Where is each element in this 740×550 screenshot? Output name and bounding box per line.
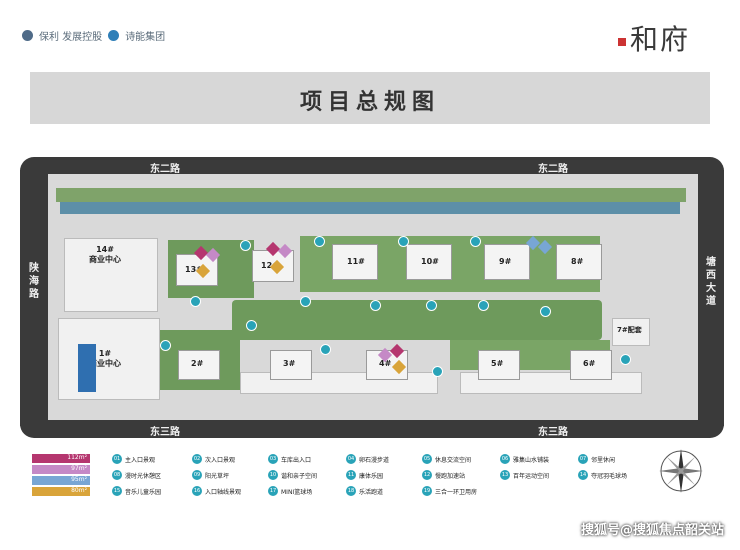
building-5: 5# [478, 350, 520, 380]
road-south [20, 420, 724, 438]
amenity-pin [540, 306, 551, 317]
amenity-pin [314, 236, 325, 247]
amenity-pin [246, 320, 257, 331]
road-label-west: 陕海路 [29, 263, 39, 300]
unit-legend-80: 80m² [32, 487, 90, 496]
commercial-block-14: 14# 商业中心 [64, 238, 158, 312]
building-10: 10# [406, 244, 452, 280]
partner-logo-icon [108, 30, 120, 41]
canal [60, 202, 680, 214]
amenity-pin [370, 300, 381, 311]
road-label-south-left: 东三路 [150, 427, 180, 438]
central-garden [232, 300, 602, 340]
building-8: 8# [556, 244, 602, 280]
amenity-pin [160, 340, 171, 351]
road-north [20, 157, 724, 175]
amenity-pin [320, 344, 331, 355]
road-east [698, 170, 724, 426]
road-west [20, 170, 48, 426]
road-label-north-left: 东二路 [150, 164, 180, 175]
building-9: 9# [484, 244, 530, 280]
amenity-pin [190, 296, 201, 307]
building-7: 7#配套 [612, 318, 650, 346]
title-bar: 项目总规图 [30, 72, 710, 124]
compass-icon [659, 449, 703, 493]
amenity-pin [240, 240, 251, 251]
amenity-pin [470, 236, 481, 247]
watermark: 搜狐号@搜狐焦点韶关站 [580, 523, 724, 538]
project-logo: 和府 [618, 18, 690, 58]
header: 保利 发展控股 诗能集团 和府 [0, 0, 740, 68]
amenity-pin [432, 366, 443, 377]
seal-icon [618, 37, 626, 46]
building-6: 6# [570, 350, 612, 380]
road-label-south-right: 东三路 [538, 427, 568, 438]
amenity-pin [300, 296, 311, 307]
commercial-block-1: 1# 商业中心 [58, 318, 160, 400]
brand-primary: 保利 发展控股 [39, 32, 103, 43]
pool [78, 344, 96, 392]
unit-legend-95: 95m² [32, 476, 90, 485]
unit-legend-97: 97m² [32, 465, 90, 474]
brand-bar: 保利 发展控股 诗能集团 [22, 28, 165, 43]
building-2: 2# [178, 350, 220, 380]
amenity-pin [426, 300, 437, 311]
road-label-north-right: 东二路 [538, 164, 568, 175]
building-11: 11# [332, 244, 378, 280]
brand-secondary: 诗能集团 [125, 32, 166, 43]
building-3: 3# [270, 350, 312, 380]
road-label-east: 塘西大道 [706, 257, 716, 307]
unit-legend-112: 112m² [32, 454, 90, 463]
amenity-pin [478, 300, 489, 311]
page-title: 项目总规图 [299, 89, 440, 115]
amenity-pin [398, 236, 409, 247]
amenity-pin [620, 354, 631, 365]
north-green-belt [56, 188, 686, 202]
poly-logo-icon [22, 30, 33, 41]
